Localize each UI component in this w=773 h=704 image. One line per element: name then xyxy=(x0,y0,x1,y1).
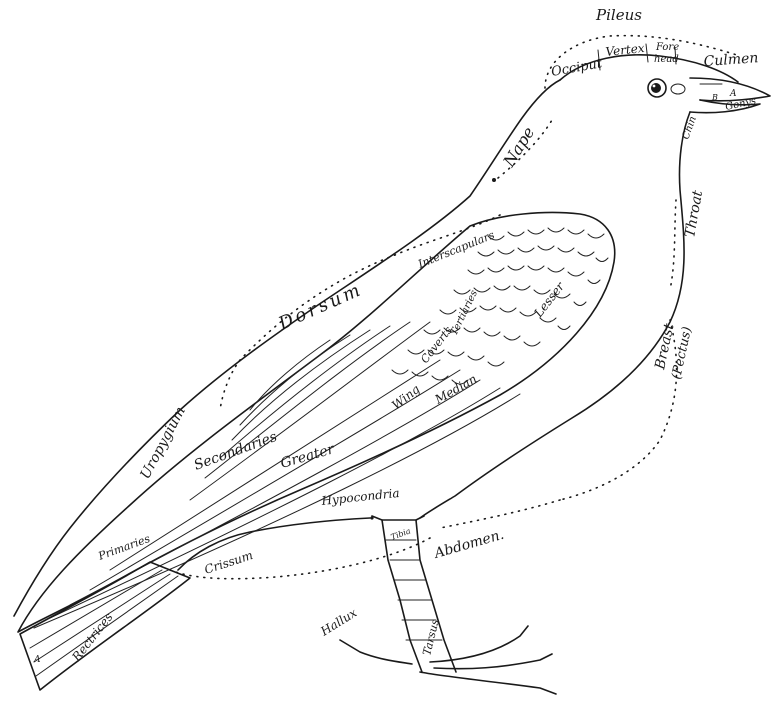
bill-mark-b: B xyxy=(711,93,718,102)
nape-dot xyxy=(492,178,496,182)
label-chin: Chin xyxy=(680,115,698,141)
label-fore: Fore xyxy=(655,42,679,53)
secondary-feather-arcs xyxy=(190,322,430,500)
label-wing: Wing xyxy=(389,382,423,413)
label-culmen: Culmen xyxy=(703,50,759,70)
nostril xyxy=(671,84,685,94)
label-throat: Throat xyxy=(682,189,706,239)
tail-mark-a: A xyxy=(33,655,41,665)
label-median: Median xyxy=(432,372,480,408)
label-crissum: Crissum xyxy=(203,548,255,577)
label-hypocondria: Hypocondria xyxy=(320,486,400,508)
label-occiput: Occiput xyxy=(550,56,604,80)
hip-dot xyxy=(370,516,373,519)
label-hallux: Hallux xyxy=(317,605,359,639)
foot xyxy=(340,626,556,694)
label-nape: Nape xyxy=(499,123,539,171)
label-tertiaries: Tertiaries xyxy=(449,289,480,338)
abdomen-boundary xyxy=(440,500,560,528)
label-vertex: Vertex xyxy=(605,41,646,59)
wing-outline xyxy=(18,213,615,633)
bill-mark-a: A xyxy=(729,89,737,99)
label-lesser: Lesser xyxy=(531,279,568,321)
label-tarsus: Tarsus xyxy=(420,618,442,657)
label-head: head xyxy=(654,54,679,65)
label-abdomen: Abdomen. xyxy=(431,527,506,563)
leg xyxy=(372,516,456,672)
label-interscapulars: Interscapulars xyxy=(415,228,496,271)
label-rectrices: Rectrices xyxy=(69,610,116,665)
throat-boundary xyxy=(670,200,676,290)
eye xyxy=(648,79,666,97)
label-dorsum: Dorsum xyxy=(275,279,366,335)
label-pileus: Pileus xyxy=(595,6,642,24)
